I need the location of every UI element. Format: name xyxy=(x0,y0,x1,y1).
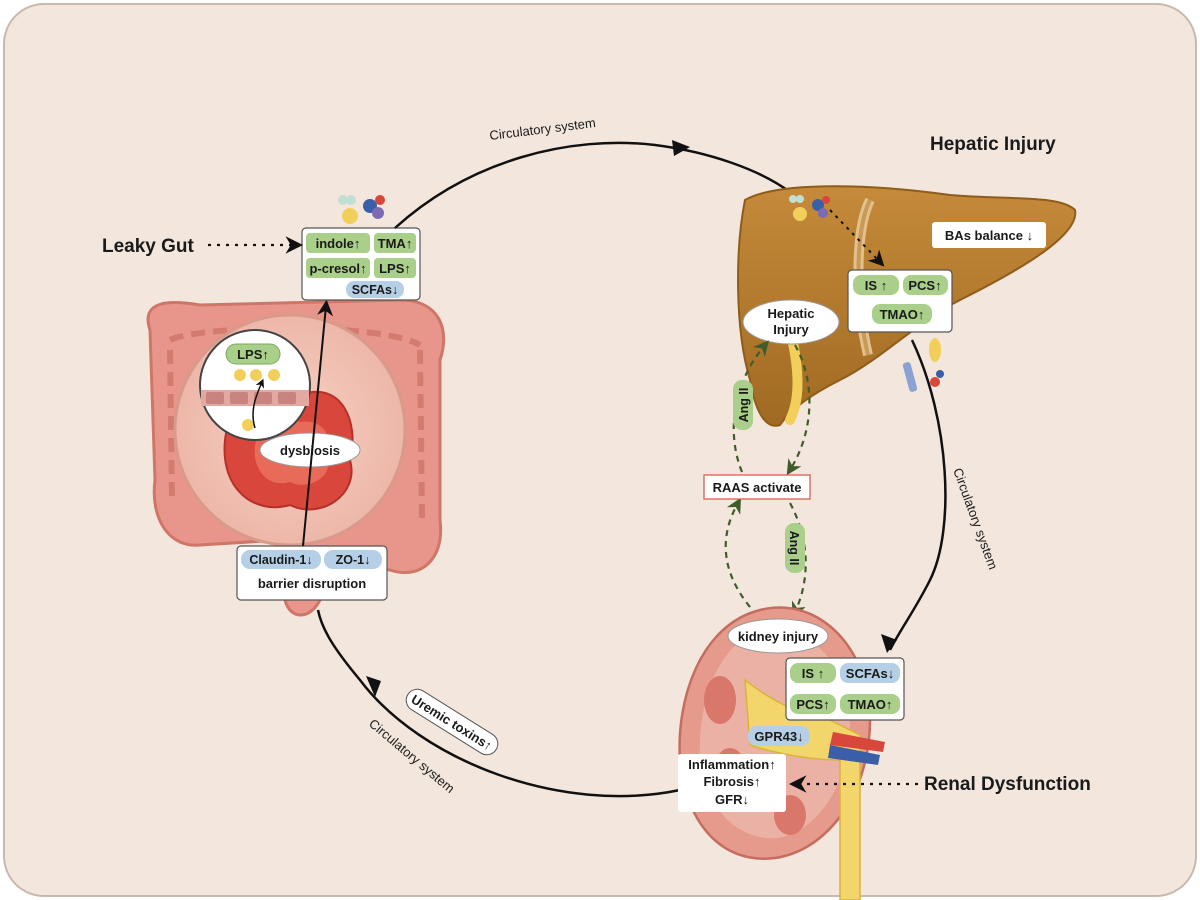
barrier-label: barrier disruption xyxy=(258,576,366,591)
kidney-injury-bubble xyxy=(727,618,829,654)
renal-dysfunction-heading: Renal Dysfunction xyxy=(924,774,1091,795)
ang-lower-pill: Ang II xyxy=(785,523,805,573)
gut-scfas-label: SCFAs↓ xyxy=(352,283,399,297)
kidney-scfas-pill xyxy=(840,663,900,683)
kidney-outcome-box xyxy=(678,754,786,812)
inflammation-label: Inflammation↑ xyxy=(688,757,775,772)
liver-is-pill xyxy=(853,275,899,295)
liver-tmao-pill xyxy=(872,304,932,324)
ang-lower-label: Ang II xyxy=(787,531,801,566)
tma-label: TMA↑ xyxy=(378,236,413,251)
leaky-gut-heading: Leaky Gut xyxy=(102,236,195,257)
kidney-tmao-label: TMAO↑ xyxy=(848,697,893,712)
liver-is-label: IS ↑ xyxy=(865,278,887,293)
kidney-pcs-pill xyxy=(790,694,836,714)
liver-to-raas-arrow xyxy=(786,344,811,476)
ang-upper-label: Ang II xyxy=(737,388,751,423)
raas-label: RAAS activate xyxy=(713,480,802,495)
circulation-arc-top xyxy=(394,141,791,229)
liver-pcs-label: PCS↑ xyxy=(908,278,941,293)
pcresol-label: p-cresol↑ xyxy=(309,261,366,276)
zo1-label: ZO-1↓ xyxy=(336,553,371,567)
kidney-is-pill xyxy=(790,663,836,683)
indole-label: indole↑ xyxy=(316,236,361,251)
lps-pill xyxy=(374,258,416,278)
circulation-arrowhead-top xyxy=(672,140,690,156)
dysbiosis-label: dysbiosis xyxy=(280,443,340,458)
lps-label: LPS↑ xyxy=(379,261,411,276)
hepatic-injury-bubble-line2: Injury xyxy=(773,322,809,337)
tma-pill xyxy=(374,233,416,253)
raas-to-kidney-arrow xyxy=(789,502,807,618)
gfr-label: GFR↓ xyxy=(715,792,749,807)
fibrosis-label: Fibrosis↑ xyxy=(703,774,760,789)
zo1-pill xyxy=(324,550,382,569)
claudin-pill xyxy=(241,550,321,569)
raas-box xyxy=(703,474,811,500)
hepatic-injury-heading: Hepatic Injury xyxy=(930,134,1056,155)
kidney-scfas-label: SCFAs↓ xyxy=(846,666,894,681)
indole-pill xyxy=(306,233,370,253)
gut-molecule-icons xyxy=(338,195,385,224)
hepatic-injury-bubble xyxy=(742,299,840,345)
gpr43-pill xyxy=(748,726,810,746)
kidney-is-label: IS ↑ xyxy=(802,666,824,681)
kidney-pcs-label: PCS↑ xyxy=(796,697,829,712)
hepatic-injury-bubble-line1: Hepatic xyxy=(768,306,815,321)
claudin-label: Claudin-1↓ xyxy=(249,553,312,567)
kidney-to-raas-arrow xyxy=(724,497,751,608)
gpr43-label: GPR43↓ xyxy=(754,729,803,744)
lps-inset-label: LPS↑ xyxy=(237,347,269,362)
circulation-arc-right xyxy=(888,339,947,651)
kidney-tmao-pill xyxy=(840,694,900,714)
bas-balance-label: BAs balance ↓ xyxy=(945,228,1033,243)
circulation-arrowhead-bottom xyxy=(366,676,381,697)
kidney-injury-label: kidney injury xyxy=(738,629,819,644)
liver-pcs-pill xyxy=(903,275,948,295)
ang-upper-pill: Ang II xyxy=(733,380,753,430)
pcresol-pill xyxy=(306,258,370,278)
bas-balance-box xyxy=(932,222,1046,248)
liver-tmao-label: TMAO↑ xyxy=(880,307,925,322)
barrier-to-metabolites-arrow xyxy=(302,299,334,547)
circulation-arc-bottom xyxy=(316,609,681,798)
circulation-arrowhead-right xyxy=(881,634,897,653)
lps-inset-pill xyxy=(225,343,281,365)
gut-scfas-pill xyxy=(346,281,404,298)
liver-molecule-icons xyxy=(789,195,944,392)
